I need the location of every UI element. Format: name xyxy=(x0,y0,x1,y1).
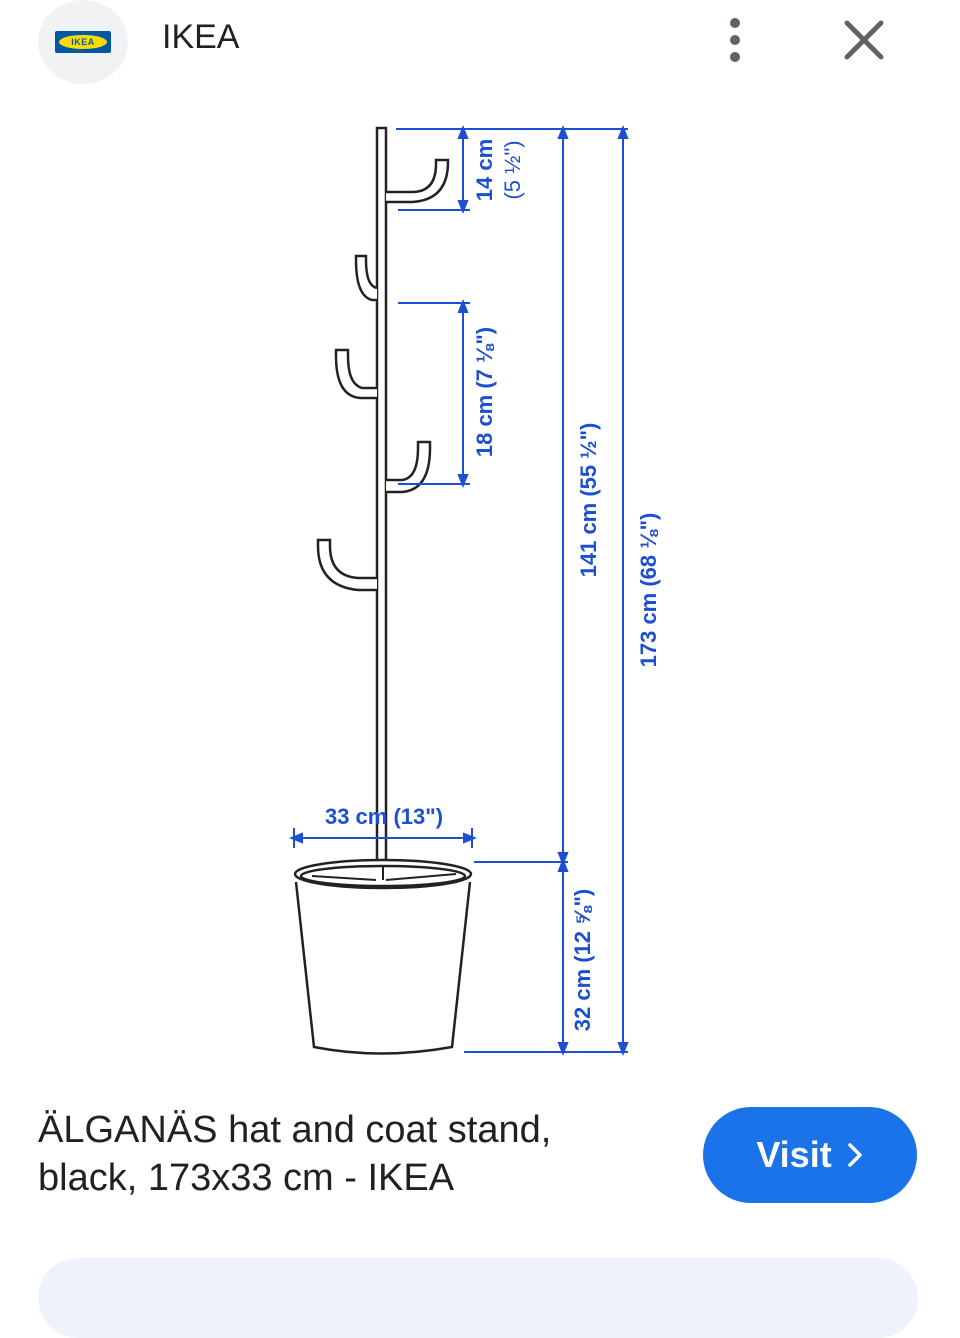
dot-icon xyxy=(730,18,740,28)
visit-button[interactable]: Visit xyxy=(703,1107,917,1203)
logo-text: IKEA xyxy=(71,37,95,47)
ikea-logo-icon: IKEA xyxy=(55,31,111,53)
dim-base-height-label: 32 cm (12 ⅝") xyxy=(570,889,595,1032)
dim-pole-height-label: 141 cm (55 ½") xyxy=(576,423,601,578)
result-title[interactable]: ÄLGANÄS hat and coat stand, black, 173x3… xyxy=(38,1106,658,1202)
header-bar: IKEA IKEA xyxy=(0,0,960,90)
site-name: IKEA xyxy=(162,18,240,56)
dim-top-hook-label: 14 cm xyxy=(472,139,497,201)
dimension-lines xyxy=(289,125,629,1056)
visit-button-label: Visit xyxy=(756,1134,832,1175)
chevron-right-icon xyxy=(847,1143,862,1167)
dot-icon xyxy=(730,35,740,45)
dim-hook-spacing-label: 18 cm (7 ⅛") xyxy=(472,327,497,457)
dim-base-width-label: 33 cm (13") xyxy=(325,804,443,829)
site-avatar[interactable]: IKEA xyxy=(38,0,128,84)
coat-stand-drawing xyxy=(293,126,473,1055)
close-icon[interactable] xyxy=(838,14,890,66)
result-title-line: ÄLGANÄS hat and coat stand, xyxy=(38,1109,552,1151)
more-options-button[interactable] xyxy=(710,12,760,68)
result-title-line: black, 173x33 cm - IKEA xyxy=(38,1157,455,1199)
dim-top-hook-inch-label: (5 ½") xyxy=(500,140,525,199)
dim-total-height-label: 173 cm (68 ⅛") xyxy=(636,513,661,668)
product-image[interactable]: 14 cm (5 ½") 18 cm (7 ⅛") 141 cm (55 ½")… xyxy=(0,100,960,1070)
related-card[interactable] xyxy=(38,1258,918,1338)
dot-icon xyxy=(730,52,740,62)
